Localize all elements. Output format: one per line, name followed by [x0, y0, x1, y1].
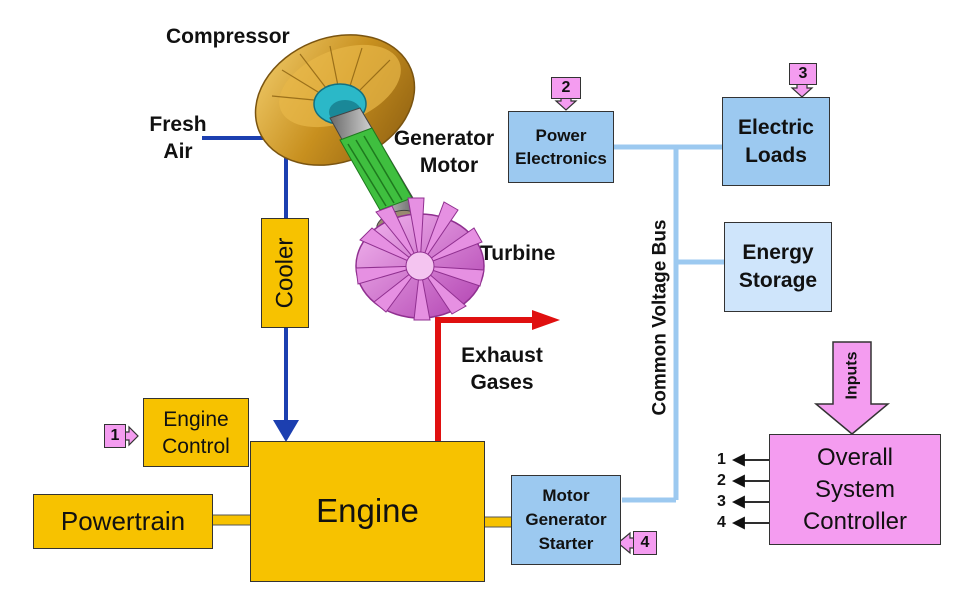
cooler-label: Cooler: [271, 237, 299, 309]
controller-line-1: Overall: [816, 443, 894, 471]
engine-label: Engine: [316, 492, 419, 529]
mgs-line-1: Motor: [542, 486, 590, 505]
energy-storage-box[interactable]: Energy Storage: [724, 222, 832, 312]
powertrain-label: Powertrain: [60, 506, 186, 536]
electric-loads-line-2: Loads: [745, 143, 807, 167]
exhaust-line-2: Gases: [470, 371, 534, 394]
common-voltage-bus-label: Common Voltage Bus: [649, 219, 671, 416]
energy-storage-line-2: Storage: [738, 269, 818, 292]
input-tag-1: 1: [104, 424, 126, 448]
generator-motor-label: Generator Motor: [386, 125, 502, 179]
fresh-air-line-1: Fresh: [149, 113, 207, 136]
air-arrow-head: [273, 420, 299, 442]
power-electronics-line-1: Power: [535, 126, 587, 145]
output-number-3: 3: [717, 493, 726, 510]
exhaust-line: [435, 317, 535, 442]
electric-loads-line-1: Electric: [738, 115, 814, 139]
cooler-box[interactable]: Cooler: [261, 218, 309, 328]
generator-line: Generator: [393, 127, 495, 150]
output-number-1: 1: [717, 451, 726, 468]
engine-control-box[interactable]: Engine Control: [143, 398, 249, 467]
energy-storage-line-1: Energy: [742, 241, 814, 264]
controller-output-arrows: [731, 453, 770, 530]
exhaust-line-1: Exhaust: [461, 344, 543, 367]
voltage-bus-lines: [614, 144, 724, 503]
turbine-wheel-icon: [355, 197, 485, 321]
powertrain-box[interactable]: Powertrain: [33, 494, 213, 549]
motor-line: Motor: [419, 154, 479, 177]
compressor-label: Compressor: [166, 25, 290, 48]
controller-line-2: System: [814, 475, 895, 503]
turbine-label: Turbine: [480, 242, 556, 265]
input-tag-3: 3: [789, 63, 817, 85]
motor-generator-starter-box[interactable]: Motor Generator Starter: [511, 475, 621, 565]
output-number-4: 4: [717, 514, 726, 531]
engine-box[interactable]: Engine: [250, 441, 485, 582]
engine-control-line-2: Control: [162, 434, 230, 458]
power-electronics-box[interactable]: Power Electronics: [508, 111, 614, 183]
controller-line-3: Controller: [802, 507, 908, 535]
input-tag-4: 4: [633, 531, 657, 555]
mgs-line-2: Generator: [525, 510, 607, 529]
exhaust-gases-label: Exhaust Gases: [448, 342, 556, 396]
electric-loads-box[interactable]: Electric Loads: [722, 97, 830, 186]
inputs-label: Inputs: [843, 351, 861, 400]
input-tag-2: 2: [551, 77, 581, 99]
fresh-air-line-2: Air: [163, 140, 193, 163]
inputs-arrow: [813, 341, 891, 435]
fresh-air-label: Fresh Air: [140, 111, 216, 165]
exhaust-arrow-head: [532, 310, 560, 330]
turbocharger-icon: [254, 34, 485, 321]
mgs-line-3: Starter: [538, 534, 594, 553]
engine-control-line-1: Engine: [163, 407, 229, 431]
output-number-2: 2: [717, 472, 726, 489]
tag-arrows: [123, 82, 814, 555]
overall-system-controller-box[interactable]: Overall System Controller: [769, 434, 941, 545]
power-electronics-line-2: Electronics: [515, 149, 607, 168]
